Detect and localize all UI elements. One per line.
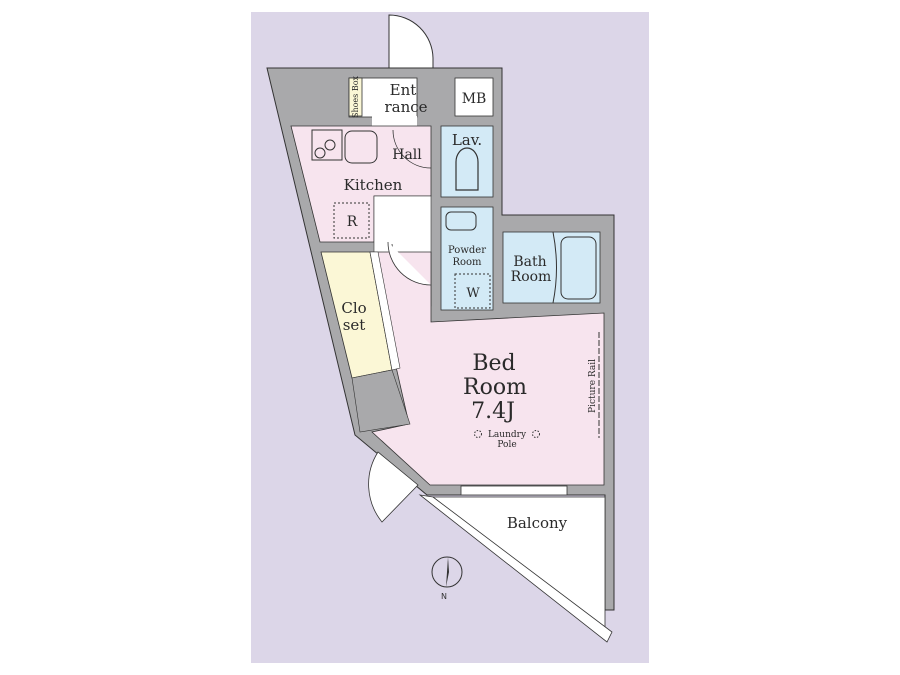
bedroom: [369, 251, 605, 486]
washbasin-icon: [445, 211, 477, 231]
hall-label: Hall: [392, 147, 422, 163]
lavatory: [440, 125, 494, 198]
powder-room-label-1: Powder: [448, 245, 486, 256]
refrigerator-space: [333, 202, 370, 239]
closet-label-1: Clo: [341, 299, 366, 317]
mb-label: MB: [462, 91, 487, 107]
bath-room-label-1: Bath: [513, 254, 546, 270]
balcony-railing: [418, 494, 613, 643]
meter-box: [454, 77, 494, 117]
laundry-pole-right-icon: [532, 430, 540, 438]
exterior-door: [368, 451, 419, 523]
bedroom-size: 7.4J: [471, 399, 515, 424]
shoes-box-label: Shoes Box: [351, 75, 360, 118]
lav-door: [392, 129, 432, 169]
sink-icon: [344, 130, 378, 164]
closet-door: [369, 251, 401, 371]
compass-icon: [431, 556, 463, 588]
washer-label: W: [466, 286, 480, 301]
bathtub-icon: [560, 236, 597, 300]
bath-door: [552, 231, 557, 304]
wall-segment: [351, 369, 411, 433]
kitchen-label: Kitchen: [344, 176, 403, 194]
shoes-box: [348, 77, 363, 117]
washer-space: [454, 273, 491, 309]
entrance-door: [388, 14, 434, 69]
laundry-pole-label-1: Laundry: [488, 430, 527, 440]
laundry-pole-left-icon: [474, 430, 482, 438]
bedroom-door: [387, 241, 432, 286]
balcony-label: Balcony: [507, 514, 568, 532]
bath-room: [502, 231, 601, 304]
powder-room-label-2: Room: [452, 257, 482, 268]
picture-rail-label: Picture Rail: [588, 359, 598, 413]
entrance-step: [372, 116, 417, 126]
toilet-icon: [455, 147, 479, 191]
stove-icon: [311, 129, 343, 161]
entrance-label-1: Ent: [390, 81, 417, 99]
powder-room: [440, 206, 494, 311]
bedroom-label-1: Bed: [472, 351, 515, 376]
bath-room-label-2: Room: [511, 269, 552, 285]
laundry-pole-label-2: Pole: [497, 440, 516, 450]
bedroom-label-2: Room: [463, 375, 527, 400]
refrigerator-label: R: [347, 214, 358, 230]
closet-label-2: set: [343, 316, 366, 334]
compass-label: N: [441, 592, 447, 601]
entrance-label-2: rance: [384, 98, 427, 116]
lav-label: Lav.: [452, 131, 482, 149]
balcony-window: [460, 485, 568, 496]
